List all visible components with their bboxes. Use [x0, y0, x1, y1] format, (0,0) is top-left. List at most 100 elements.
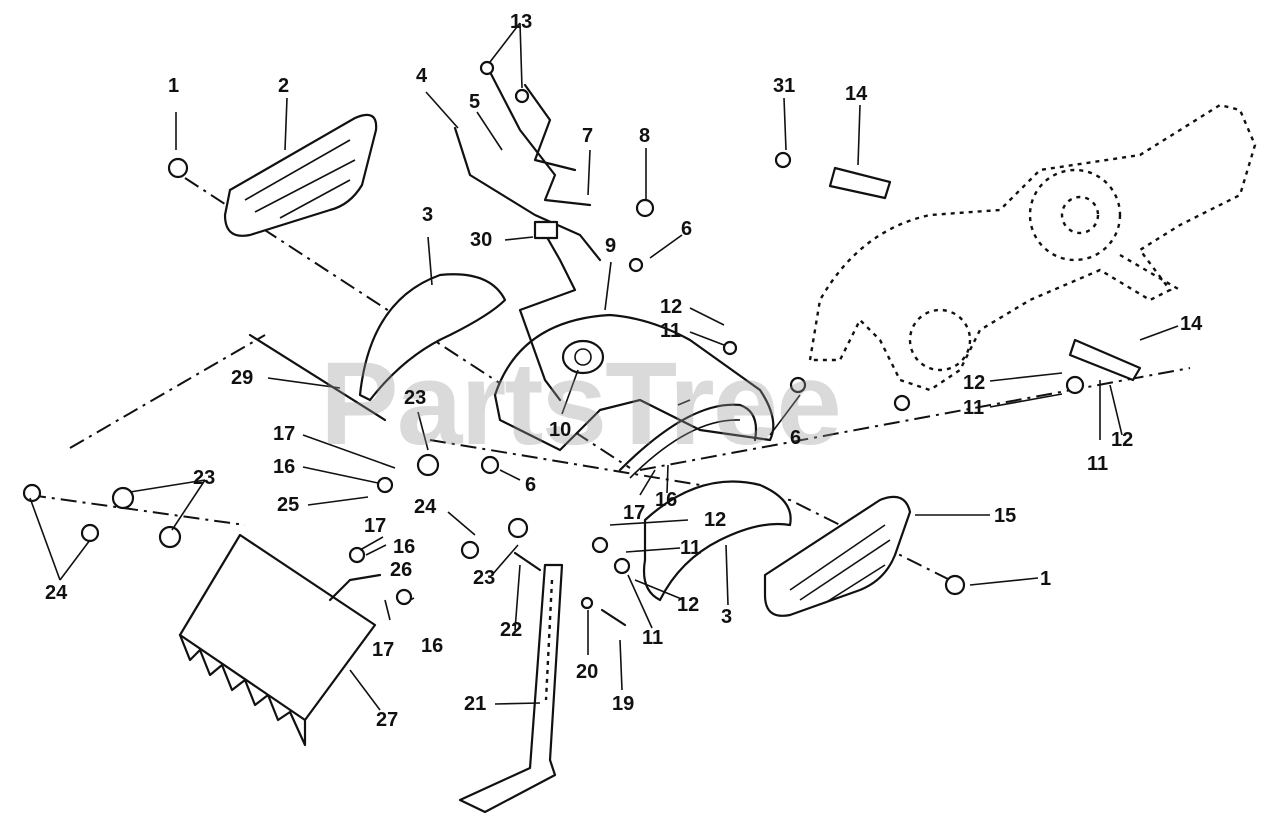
callout-2: 2 — [278, 75, 290, 97]
side-shield-right — [763, 495, 912, 617]
callout-6-mid: 6 — [525, 474, 537, 496]
callout-12-far: 12 — [1111, 429, 1134, 451]
callout-12-right: 12 — [963, 372, 986, 394]
callout-6-top: 6 — [681, 218, 693, 240]
callout-8: 8 — [639, 125, 651, 147]
tine-hood-9 — [493, 313, 775, 452]
callout-22: 22 — [500, 619, 523, 641]
nut-23-d — [507, 517, 529, 539]
callout-16-low: 16 — [421, 635, 444, 657]
callout-12-mid: 12 — [704, 509, 727, 531]
nut-11-a — [722, 340, 738, 356]
engine-assembly-outline — [808, 103, 1257, 392]
knob-1-left — [167, 157, 189, 179]
bolt-6-a — [628, 257, 644, 273]
control-rod-13 — [488, 70, 592, 207]
bracket-30 — [533, 220, 559, 240]
nut-11-d — [613, 557, 631, 575]
nut-23-a — [416, 453, 440, 477]
callout-3-lower: 3 — [721, 606, 733, 628]
washer-16-b — [348, 546, 366, 564]
callout-14-top: 14 — [845, 83, 868, 105]
callout-14-right: 14 — [1180, 313, 1203, 335]
callout-23-left: 23 — [193, 467, 216, 489]
nut-23-b — [111, 486, 135, 510]
callout-9: 9 — [605, 235, 617, 257]
pin-19 — [600, 608, 627, 627]
callout-5: 5 — [469, 91, 481, 113]
callout-17-low: 17 — [372, 639, 395, 661]
bolt-6-b — [789, 376, 807, 394]
callout-7: 7 — [582, 125, 594, 147]
callout-4: 4 — [416, 65, 428, 87]
callout-16-left: 16 — [273, 456, 296, 478]
callout-12-top: 12 — [660, 296, 683, 318]
fender-3-upper — [358, 273, 507, 402]
fender-3-lower — [642, 480, 792, 602]
callout-29: 29 — [231, 367, 254, 389]
leader-lines — [29, 22, 1179, 711]
callout-1-right: 1 — [1040, 568, 1052, 590]
callout-26: 26 — [390, 559, 413, 581]
bracket-14-bottom — [1068, 338, 1142, 382]
bolt-24-b — [80, 523, 100, 543]
callout-20: 20 — [576, 661, 599, 683]
hood-flap-arc — [618, 403, 758, 472]
knob-8 — [635, 198, 655, 218]
callout-17-mid: 17 — [364, 515, 387, 537]
bolt-6-c — [480, 455, 500, 475]
callout-24-mid: 24 — [414, 496, 437, 518]
callout-23-mid: 23 — [473, 567, 496, 589]
bolt-22 — [513, 551, 542, 572]
callout-11-top: 11 — [660, 320, 682, 342]
callout-16-mid: 16 — [393, 536, 416, 558]
rod-29 — [248, 333, 387, 422]
callout-15: 15 — [994, 505, 1017, 527]
depth-stake-21 — [458, 563, 564, 814]
callout-31: 31 — [773, 75, 796, 97]
lever-26 — [328, 573, 382, 602]
callout-10: 10 — [549, 419, 572, 441]
axis-line-lower — [429, 439, 961, 586]
callout-24-left: 24 — [45, 582, 68, 604]
callout-21: 21 — [464, 693, 487, 715]
callout-17-hood: 17 — [623, 502, 646, 524]
axis-line-left — [69, 334, 266, 449]
nut-11-c — [591, 536, 609, 554]
callout-11-low: 11 — [642, 627, 664, 649]
knob-1-right — [944, 574, 966, 596]
nut-11-b — [893, 394, 911, 412]
pin-20 — [580, 596, 594, 610]
callout-16-hood: 16 — [655, 489, 678, 511]
drag-flap-27 — [178, 533, 377, 747]
callout-3-upper: 3 — [422, 204, 434, 226]
callout-6-right: 6 — [790, 427, 802, 449]
side-shield-left — [223, 113, 378, 237]
nut-23-c — [158, 525, 182, 549]
watermark: PartsTree — [320, 338, 842, 470]
callout-1-left: 1 — [168, 75, 180, 97]
control-rod-4 — [453, 126, 602, 262]
bolt-24-a — [22, 483, 42, 503]
nut-12-a — [1065, 375, 1085, 395]
washer-16-a — [376, 476, 394, 494]
callout-11-far: 11 — [1087, 453, 1109, 475]
callout-17-left: 17 — [273, 423, 296, 445]
axis-line-right — [639, 367, 1191, 471]
callout-30: 30 — [470, 229, 493, 251]
lever-rod — [523, 83, 577, 172]
washer-16-c — [395, 588, 413, 606]
callout-27: 27 — [376, 709, 399, 731]
callout-11-mid: 11 — [680, 537, 702, 559]
callout-23-top: 23 — [404, 387, 427, 409]
bolt-31 — [774, 151, 792, 169]
bolt-24-c — [460, 540, 480, 560]
callout-11-right: 11 — [963, 397, 985, 419]
callout-13: 13 — [510, 11, 533, 33]
callout-25: 25 — [277, 494, 300, 516]
axis-line-bracket — [29, 494, 246, 526]
callout-19: 19 — [612, 693, 635, 715]
bracket-14-top — [828, 166, 892, 200]
